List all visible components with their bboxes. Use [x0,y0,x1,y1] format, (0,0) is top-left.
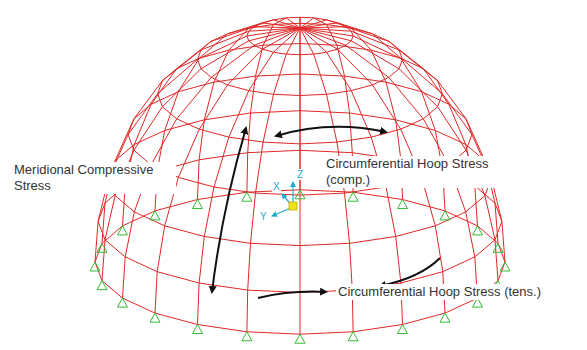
hoop-tens-arrow [380,258,440,286]
hoop-comp-arrow [276,127,386,136]
hoop-tens-arrow [258,292,326,298]
axis-triad [272,182,297,216]
axis-label: Y [259,211,268,222]
support-symbols [90,190,510,343]
meridional-arrow [212,128,246,292]
stress-label: Circumferential Hoop Stress (comp.) [324,156,523,188]
axis-label: Z [296,169,304,180]
stress-label: Circumferential Hoop Stress (tens.) [336,284,580,300]
stress-label: Meridional Compressive Stress [12,162,176,194]
axis-label: X [272,181,281,192]
